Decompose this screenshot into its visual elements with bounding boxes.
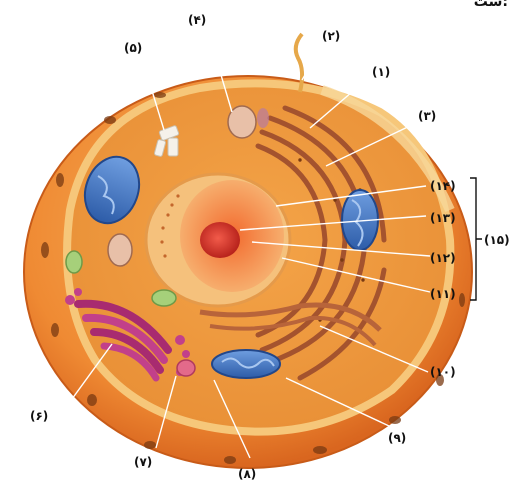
header-fragment: ست: (474, 0, 508, 10)
lysosome (177, 360, 195, 376)
peroxisome (152, 290, 176, 306)
peroxisome (66, 251, 82, 273)
label-5: (۵) (124, 41, 142, 55)
label-9: (۹) (388, 431, 406, 445)
label-10: (۱۰) (430, 365, 456, 379)
label-15: (۱۵) (484, 233, 510, 247)
label-12: (۱۲) (430, 251, 456, 265)
label-14: (۱۴) (430, 179, 456, 193)
vesicle (108, 234, 132, 266)
label-13: (۱۳) (430, 211, 456, 225)
label-1: (۱) (372, 65, 390, 79)
label-2: (۲) (322, 29, 340, 43)
nucleolus (200, 222, 240, 258)
label-7: (۷) (134, 455, 152, 469)
label-4: (۴) (188, 13, 206, 27)
label-3: (۳) (418, 109, 436, 123)
label-11: (۱۱) (430, 287, 456, 301)
label-6: (۶) (30, 409, 48, 423)
label-8: (۸) (238, 467, 256, 481)
